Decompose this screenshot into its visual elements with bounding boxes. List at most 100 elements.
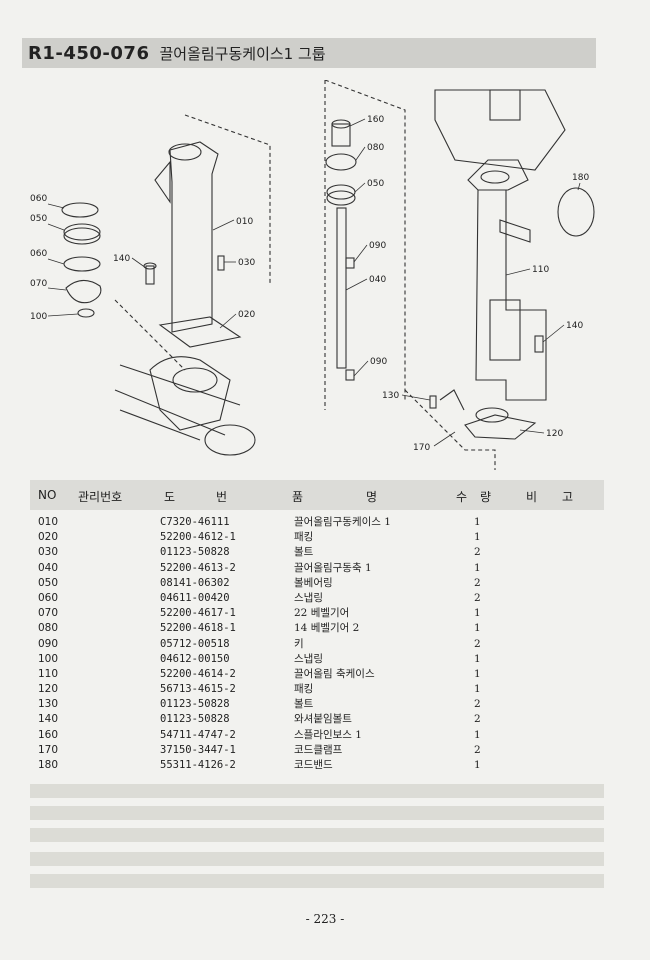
row-part-name: 22 베벨기어 [294, 607, 350, 620]
row-part-name: 키 [294, 637, 304, 650]
header-do: 도 [164, 490, 176, 504]
snap-ring-060-top [61, 202, 99, 218]
row-qty: 1 [474, 561, 481, 574]
row-no: 090 [38, 637, 59, 650]
row-part-number: 37150-3447-1 [160, 743, 236, 756]
row-qty: 2 [474, 576, 481, 589]
row-part-number: 54711-4747-2 [160, 728, 236, 741]
bolt-030 [217, 255, 225, 271]
row-no: 170 [38, 743, 59, 756]
callout-070: 070 [30, 279, 47, 289]
callout-110: 110 [532, 265, 549, 275]
row-no: 070 [38, 607, 59, 620]
row-no: 160 [38, 728, 59, 741]
callout-100: 100 [30, 312, 47, 322]
callout-050-left: 050 [30, 214, 47, 224]
callout-030: 030 [238, 258, 255, 268]
callout-160: 160 [367, 115, 384, 125]
callout-090-lower: 090 [370, 357, 387, 367]
header-su: 수 [456, 490, 468, 504]
row-part-name: 끌어올림 축케이스 [294, 667, 375, 680]
table-row: 020 52200-4612-1 패킹 1 [30, 530, 604, 545]
row-part-name: 끌어올림구동축 1 [294, 561, 372, 574]
row-part-number: 01123-50828 [160, 698, 230, 711]
row-part-number: 04611-00420 [160, 591, 230, 604]
row-part-number: 52200-4613-2 [160, 561, 236, 574]
callout-080: 080 [367, 143, 384, 153]
row-part-number: 52200-4612-1 [160, 531, 236, 544]
callout-050-shaft: 050 [367, 179, 384, 189]
table-header: NO 관리번호 도 번 품 명 수 량 비 고 [30, 480, 604, 510]
row-part-name: 끌어올림구동케이스 1 [294, 516, 391, 528]
callout-090-upper: 090 [369, 241, 386, 251]
callout-060-top: 060 [30, 194, 47, 204]
bolt-130 [429, 395, 437, 409]
drive-shaft-040 [336, 207, 347, 369]
row-qty: 1 [474, 531, 481, 544]
row-part-name: 코드밴드 [294, 759, 333, 771]
row-part-name: 볼베어링 [294, 576, 333, 589]
callout-130: 130 [382, 391, 399, 401]
header-beon: 번 [216, 490, 228, 504]
callout-040: 040 [369, 275, 386, 285]
header-mgmt: 관리번호 [78, 490, 123, 504]
bolt-140-right [534, 335, 544, 353]
row-no: 180 [38, 759, 59, 771]
row-no: 100 [38, 652, 59, 665]
ball-bearing-050-left [63, 223, 101, 241]
exploded-parts-diagram: 160 080 050 010 030 060 050 060 140 090 … [30, 80, 595, 470]
empty-row-band [30, 784, 604, 798]
row-part-number: 01123-50828 [160, 713, 230, 726]
callout-170: 170 [413, 443, 430, 453]
row-part-number: 04612-00150 [160, 652, 230, 665]
row-qty: 2 [474, 743, 481, 756]
row-qty: 1 [474, 728, 481, 741]
row-no: 120 [38, 683, 59, 696]
title-bar: R1-450-076 끌어올림구동케이스1 그룹 [22, 38, 596, 68]
row-qty: 2 [474, 591, 481, 604]
callout-010: 010 [236, 217, 253, 227]
table-row: 040 52200-4613-2 끌어올림구동축 1 1 [30, 561, 604, 576]
row-qty: 1 [474, 667, 481, 680]
header-ryang: 량 [480, 490, 492, 504]
callout-060-lower: 060 [30, 249, 47, 259]
row-qty: 1 [474, 516, 481, 528]
callout-180: 180 [572, 173, 589, 183]
header-pum: 품 [292, 490, 304, 504]
row-part-name: 볼트 [294, 546, 314, 559]
packing-120 [464, 414, 537, 440]
row-no: 110 [38, 667, 59, 680]
key-090-upper [345, 257, 355, 269]
shaft-case-110 [475, 189, 547, 401]
ball-bearing-050-shaft [326, 184, 356, 200]
row-part-number: 55311-4126-2 [160, 759, 236, 771]
cord-clamp-170 [439, 389, 465, 411]
row-no: 140 [38, 713, 59, 726]
row-part-number: 05712-00518 [160, 637, 230, 650]
row-qty: 1 [474, 652, 481, 665]
bevel-gear-070 [65, 279, 102, 304]
cord-band-180 [557, 187, 595, 237]
row-part-number: 01123-50828 [160, 546, 230, 559]
bolt-140-left [145, 265, 155, 285]
row-qty: 1 [474, 622, 481, 635]
snap-ring-060-lower [63, 256, 101, 272]
row-qty: 2 [474, 713, 481, 726]
row-no: 010 [38, 516, 59, 528]
row-no: 040 [38, 561, 59, 574]
row-qty: 1 [474, 683, 481, 696]
snap-ring-100 [77, 308, 95, 318]
row-qty: 2 [474, 637, 481, 650]
row-no: 020 [38, 531, 59, 544]
row-part-name: 패킹 [294, 531, 314, 544]
